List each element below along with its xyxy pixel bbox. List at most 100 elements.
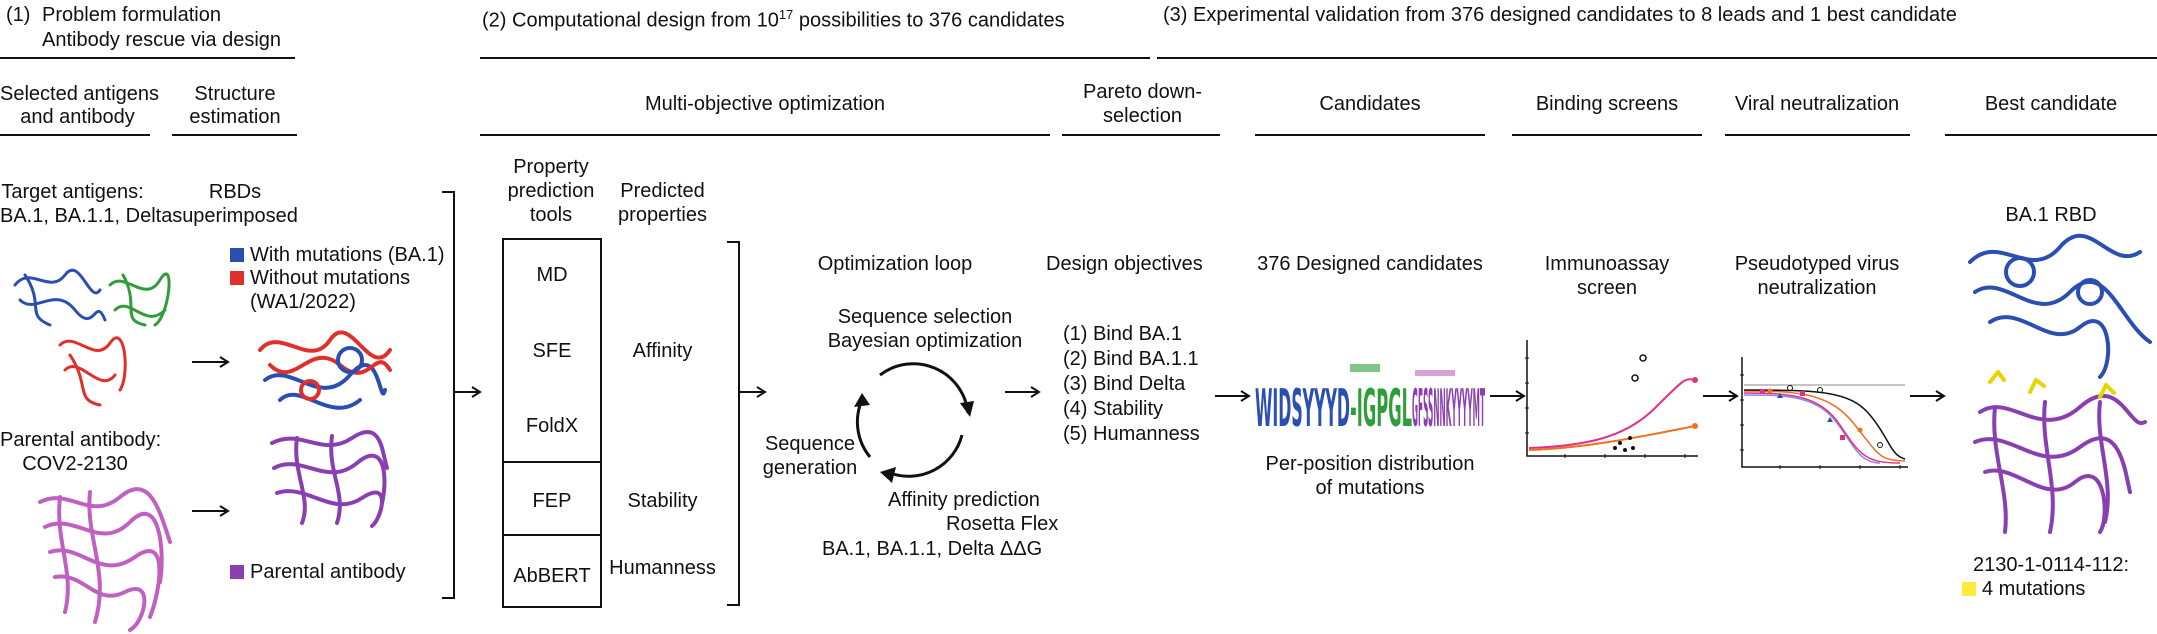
- neutralization-plot: [1740, 357, 1908, 469]
- red-swatch-icon: [230, 271, 244, 285]
- legend-without-mutations-label: Without mutations: [250, 267, 411, 289]
- viral-rule: [1725, 134, 1910, 136]
- optimization-loop-icon: [854, 362, 974, 483]
- binding-screen-plot: [1525, 340, 1698, 458]
- target-antigens-list: BA.1, BA.1.1, Delta: [0, 205, 173, 227]
- sequence-logo-image: WIDSYYYD -IGPGL GFSSNNKYYYYMT: [1255, 360, 1485, 439]
- yellow-swatch-icon: [1962, 582, 1976, 596]
- section2-title: (2) Computational design from 1017 possi…: [482, 3, 1065, 33]
- best-candidate-structure-image: [1968, 233, 2152, 534]
- arrow-loop-to-objectives: [1005, 386, 1041, 398]
- best-candidate-mutations-label: 4 mutations: [1982, 578, 2086, 600]
- col-antigens-heading: Selected antigens: [0, 83, 160, 105]
- blue-swatch-icon: [230, 248, 244, 262]
- purple-swatch-icon: [230, 565, 244, 579]
- prop-humanness: Humanness: [609, 557, 716, 579]
- designed-candidates-title: 376 Designed candidates: [1257, 253, 1483, 275]
- col-antigens-heading-2: and antibody: [20, 106, 135, 128]
- moo-heading: Multi-objective optimization: [644, 93, 886, 115]
- section2-title-post: possibilities to 376 candidates: [793, 9, 1065, 32]
- section1-title: Problem formulation: [42, 4, 221, 26]
- immunoassay-label: Immunoassay: [1544, 253, 1670, 275]
- antigen-structures-image: [13, 268, 171, 407]
- legend-without-mutations-2: (WA1/2022): [250, 291, 356, 313]
- best-candidate-mutations: 4 mutations: [1962, 577, 2085, 601]
- ddg-label: BA.1, BA.1.1, Delta ΔΔG: [822, 538, 1043, 560]
- legend-with-mutations-label: With mutations (BA.1): [250, 244, 445, 266]
- rosetta-flex-label: Rosetta Flex: [946, 513, 1059, 535]
- best-candidate-name: 2130-1-0114-112:: [1972, 554, 2130, 576]
- binding-rule: [1512, 134, 1702, 136]
- affinity-prediction-label: Affinity prediction: [888, 489, 1040, 511]
- legend-parental-antibody-label: Parental antibody: [250, 561, 406, 583]
- tools-table: [502, 238, 602, 608]
- tools-divider-1: [502, 461, 602, 463]
- arrow-viral-to-best: [1910, 390, 1946, 402]
- objective-2: (2) Bind BA.1.1: [1063, 348, 1199, 370]
- tool-sfe: SFE: [532, 340, 572, 362]
- section1-number: (1): [6, 4, 31, 26]
- ppt-heading-2: prediction: [507, 180, 595, 202]
- arrow-objectives-to-candidates: [1215, 390, 1251, 402]
- section1-rule: [0, 57, 295, 59]
- parental-antibody-structure-image: [38, 487, 172, 632]
- arrow-binding-to-viral: [1703, 390, 1739, 402]
- optimization-loop-title: Optimization loop: [817, 253, 973, 275]
- design-objectives-title: Design objectives: [1046, 253, 1203, 275]
- prop-stability: Stability: [627, 490, 698, 512]
- per-position-label: Per-position distribution: [1265, 453, 1475, 475]
- sequence-generation-label: Sequence: [764, 433, 856, 455]
- section2-title-sup: 17: [778, 7, 794, 22]
- col-antigens-rule: [0, 134, 150, 136]
- pareto-heading: Pareto down-: [1083, 81, 1202, 103]
- target-antigens-label: Target antigens:: [1, 181, 144, 203]
- objective-3: (3) Bind Delta: [1063, 373, 1186, 395]
- moo-rule: [480, 134, 1050, 136]
- section2-title-pre: (2) Computational design from 10: [482, 9, 779, 32]
- best-rule: [1945, 134, 2157, 136]
- arrow-antigens-to-structure: [192, 356, 230, 368]
- prop-affinity: Affinity: [632, 340, 693, 362]
- col-structure-heading: Structure: [194, 83, 276, 105]
- binding-heading: Binding screens: [1535, 93, 1679, 115]
- legend-parental-antibody: Parental antibody: [230, 560, 406, 584]
- immunoassay-label-2: screen: [1576, 277, 1638, 299]
- legend-without-mutations: Without mutations: [230, 266, 410, 290]
- objective-5: (5) Humanness: [1063, 423, 1200, 445]
- rbds-label: RBDs: [208, 181, 262, 203]
- per-position-label-2: of mutations: [1315, 477, 1425, 499]
- section1-subtitle: Antibody rescue via design: [42, 29, 282, 51]
- svg-text:WIDSYYYD: WIDSYYYD: [1255, 379, 1350, 439]
- col-structure-rule: [172, 134, 297, 136]
- best-heading: Best candidate: [1984, 93, 2118, 115]
- objective-1: (1) Bind BA.1: [1063, 323, 1182, 345]
- ppt-heading-1: Property: [513, 156, 589, 178]
- candidates-heading: Candidates: [1319, 93, 1421, 115]
- parental-antibody-label: Parental antibody:: [0, 429, 162, 451]
- pp-heading-1: Predicted: [620, 180, 705, 202]
- objective-4: (4) Stability: [1063, 398, 1164, 420]
- tool-abbert: AbBERT: [513, 565, 591, 587]
- pseudotyped-label-2: neutralization: [1757, 277, 1877, 299]
- tool-fep: FEP: [532, 490, 572, 512]
- arrow-antibody-to-structure: [192, 505, 230, 517]
- rbds-label-2: superimposed: [172, 205, 298, 227]
- candidates-rule: [1255, 134, 1485, 136]
- tool-foldx: FoldX: [525, 415, 579, 437]
- sequence-selection-label: Sequence selection: [837, 306, 1013, 328]
- pareto-heading-2: selection: [1103, 105, 1182, 127]
- bracket-properties: [727, 241, 767, 606]
- section2-rule: [480, 57, 1150, 59]
- viral-heading: Viral neutralization: [1734, 93, 1900, 115]
- legend-with-mutations: With mutations (BA.1): [230, 243, 445, 267]
- sequence-generation-label-2: generation: [762, 457, 858, 479]
- parental-antibody-name: COV2-2130: [22, 453, 128, 475]
- arrow-candidates-to-binding: [1490, 390, 1526, 402]
- ba1-rbd-label: BA.1 RBD: [2005, 204, 2097, 226]
- tools-divider-2: [502, 534, 602, 536]
- pp-heading-2: properties: [618, 204, 707, 226]
- pseudotyped-label: Pseudotyped virus: [1734, 253, 1900, 275]
- bayesian-optimization-label: Bayesian optimization: [827, 330, 1023, 352]
- tool-md: MD: [536, 264, 568, 286]
- svg-text:GFSSNNKYYYYMT: GFSSNNKYYYYMT: [1412, 379, 1485, 439]
